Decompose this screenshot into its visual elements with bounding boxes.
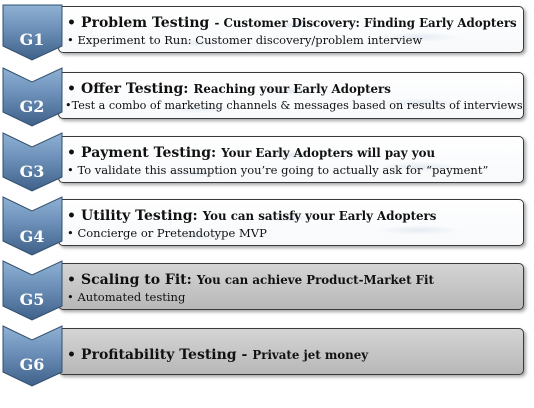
step-detail-line: • Concierge or Pretendotype MVP [67, 226, 267, 240]
chevron-g5-label: G5 [20, 290, 45, 309]
chevron-g5: G5 [2, 260, 63, 321]
step-title-line: • Utility Testing: You can satisfy your … [67, 205, 436, 224]
step-detail: To validate this assumption you’re going… [77, 163, 489, 177]
bullet: • [67, 163, 74, 177]
chevron-g3-shape [2, 132, 63, 192]
step-detail-line: • To validate this assumption you’re goi… [67, 163, 488, 177]
chevron-g1: G1 [2, 4, 63, 61]
chevron-g2: G2 [2, 67, 63, 127]
bullet: • [67, 226, 74, 240]
step-subtitle: You can achieve Product-Market Fit [196, 273, 434, 287]
step-detail-line: •Test a combo of marketing channels & me… [65, 99, 523, 112]
chevron-g1-shape [2, 4, 63, 61]
bullet: • [67, 347, 76, 363]
step-title-line: • Payment Testing: Your Early Adopters w… [67, 142, 435, 161]
step-subtitle: - Customer Discovery: Finding Early Adop… [214, 16, 517, 30]
step-subtitle: Your Early Adopters will pay you [221, 146, 436, 160]
step-detail: Experiment to Run: Customer discovery/pr… [77, 33, 423, 47]
chevron-g3-label: G3 [20, 162, 45, 181]
step-title: Utility Testing: [81, 208, 198, 224]
step-title-line: • Scaling to Fit: You can achieve Produc… [67, 269, 434, 288]
bullet: • [65, 99, 72, 112]
bullet: • [67, 81, 76, 97]
step-title: Problem Testing [81, 15, 210, 31]
step-detail: Concierge or Pretendotype MVP [77, 226, 267, 240]
chevron-g5-shape [2, 260, 63, 321]
step-box-g3: • Payment Testing: Your Early Adopters w… [58, 136, 524, 183]
step-box-g2: • Offer Testing: Reaching your Early Ado… [58, 72, 524, 119]
step-box-g6: • Profitability Testing - Private jet mo… [58, 328, 524, 375]
bullet: • [67, 290, 74, 304]
step-title: Offer Testing: [81, 81, 189, 97]
bullet: • [67, 145, 76, 161]
chevron-g4-label: G4 [20, 227, 45, 246]
step-detail: Automated testing [77, 290, 186, 304]
step-title: Payment Testing: [81, 145, 217, 161]
chevron-g4: G4 [2, 196, 63, 256]
chevron-g1-label: G1 [20, 30, 45, 49]
step-detail-line: • Experiment to Run: Customer discovery/… [67, 33, 422, 47]
chevron-g3: G3 [2, 132, 63, 192]
step-box-g1: • Problem Testing - Customer Discovery: … [58, 6, 524, 53]
chevron-g2-label: G2 [20, 97, 45, 116]
chevron-g6: G6 [2, 325, 63, 387]
bullet: • [67, 15, 76, 31]
step-title-line: • Offer Testing: Reaching your Early Ado… [67, 78, 391, 97]
step-subtitle: Private jet money [252, 348, 369, 362]
chevron-g4-shape [2, 196, 63, 256]
chevron-g6-label: G6 [20, 355, 45, 374]
chevron-g2-shape [2, 67, 63, 127]
step-title-line: • Problem Testing - Customer Discovery: … [67, 12, 517, 31]
chevron-g6-shape [2, 325, 63, 387]
bullet: • [67, 208, 76, 224]
bullet: • [67, 272, 76, 288]
step-subtitle: Reaching your Early Adopters [193, 82, 391, 96]
step-subtitle: You can satisfy your Early Adopters [202, 209, 437, 223]
step-title-line: • Profitability Testing - Private jet mo… [67, 344, 368, 363]
step-detail: Test a combo of marketing channels & mes… [71, 99, 523, 112]
step-title: Scaling to Fit: [81, 272, 192, 288]
bullet: • [67, 33, 74, 47]
step-title: Profitability Testing - [81, 347, 248, 363]
step-box-g4: • Utility Testing: You can satisfy your … [58, 199, 524, 246]
step-detail-line: • Automated testing [67, 290, 185, 304]
step-box-g5: • Scaling to Fit: You can achieve Produc… [58, 263, 524, 310]
